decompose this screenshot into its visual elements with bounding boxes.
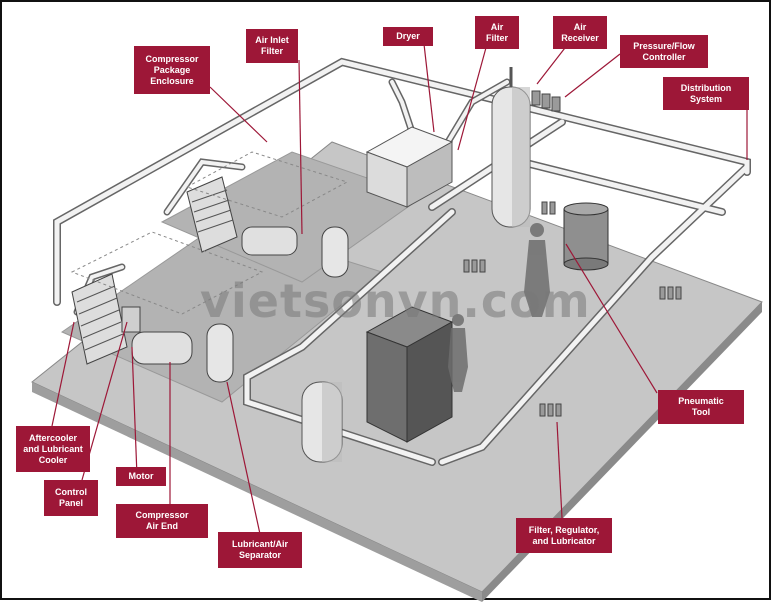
label-filter-regulator-lubricator: Filter, Regulator, and Lubricator	[516, 518, 612, 553]
label-pressure-flow-controller: Pressure/Flow Controller	[620, 35, 708, 68]
secondary-receiver-tank	[302, 382, 342, 462]
label-compressor-air-end: Compressor Air End	[116, 504, 208, 538]
label-distribution-system: Distribution System	[663, 77, 749, 110]
label-pneumatic-tool: Pneumatic Tool	[658, 390, 744, 424]
watermark-text: vietsonvn.com	[200, 274, 591, 328]
label-motor: Motor	[116, 467, 166, 486]
label-compressor-package-enclosure: Compressor Package Enclosure	[134, 46, 210, 94]
label-air-receiver: Air Receiver	[553, 16, 607, 49]
label-air-inlet-filter: Air Inlet Filter	[246, 29, 298, 63]
label-lubricant-air-separator: Lubricant/Air Separator	[218, 532, 302, 568]
label-dryer: Dryer	[383, 27, 433, 46]
label-air-filter: Air Filter	[475, 16, 519, 49]
label-control-panel: Control Panel	[44, 480, 98, 516]
label-aftercooler-and-lubricant-cooler: Aftercooler and Lubricant Cooler	[16, 426, 90, 472]
pneumatic-tool-drum	[564, 203, 608, 270]
